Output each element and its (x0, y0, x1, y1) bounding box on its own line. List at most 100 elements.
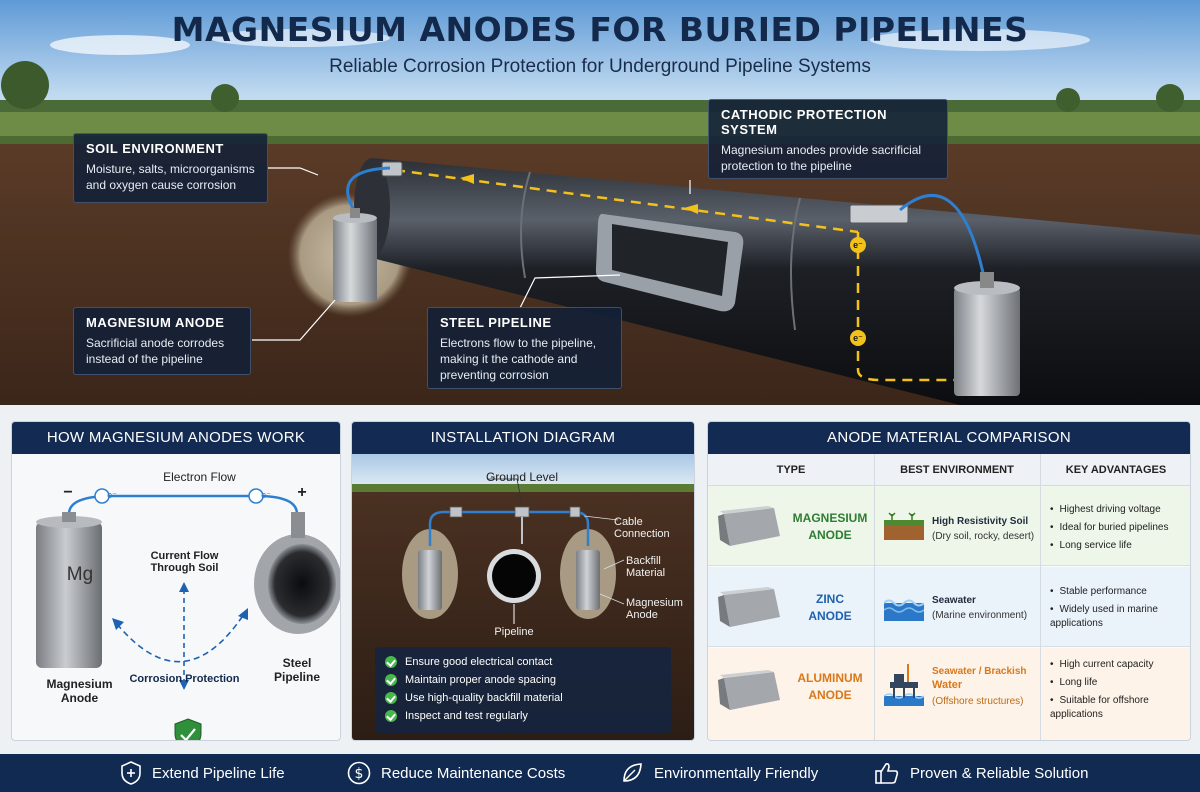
panel-title: INSTALLATION DIAGRAM (352, 422, 694, 454)
dollar-icon: $ (347, 761, 371, 785)
footer-item: Extend Pipeline Life (120, 754, 285, 792)
type-line: ANODE (808, 609, 852, 623)
shield-icon (121, 761, 141, 785)
anode-label-line: Anode (60, 691, 99, 705)
type-line: ALUMINUM (797, 671, 863, 685)
corrosion-protection-label: Corrosion Protection (129, 673, 240, 685)
electron-badge: e⁻ (853, 240, 863, 250)
advantage-item: Ideal for buried pipelines (1050, 521, 1190, 535)
type-line: ANODE (808, 528, 852, 542)
backfill-label-line: Backfill (626, 555, 661, 567)
callout-soil-environment: SOIL ENVIRONMENT Moisture, salts, microo… (73, 133, 268, 203)
checklist-item: Use high-quality backfill material (385, 689, 661, 707)
ingot-icon (718, 506, 780, 546)
pipeline-label-line: Steel (282, 656, 312, 670)
table-row-magnesium: MAGNESIUM ANODE High Resistivity Soil (D… (708, 486, 1190, 566)
anode-label: Magnesium Anode (22, 677, 137, 705)
pipeline-label: Steel Pipeline (252, 656, 340, 684)
cable-connection-label: Cable Connection (614, 516, 694, 540)
cable-label-line: Connection (614, 528, 670, 540)
hero-illustration: MAGNESIUM ANODES FOR BURIED PIPELINES Re… (0, 0, 1200, 405)
installation-checklist: Ensure good electrical contact Maintain … (375, 647, 671, 733)
electron-badge: e⁻ (853, 333, 863, 343)
callout-text: Magnesium anodes provide sacrificial pro… (721, 143, 922, 173)
callout-title: SOIL ENVIRONMENT (86, 141, 224, 156)
callout-text: Sacrificial anode corrodes instead of th… (86, 336, 225, 366)
anode-type-name: MAGNESIUM ANODE (786, 510, 874, 544)
checklist-item: Ensure good electrical contact (385, 653, 661, 671)
table-row-zinc: ZINC ANODE Seawater (Marine environment)… (708, 567, 1190, 647)
type-line: MAGNESIUM (792, 511, 868, 525)
checklist-text: Inspect and test regularly (405, 710, 528, 722)
electron-badge: e⁻ (261, 490, 271, 500)
callout-text: Moisture, salts, microorganisms and oxyg… (86, 162, 255, 192)
advantages-list: Highest driving voltage Ideal for buried… (1050, 503, 1190, 557)
callout-cathodic-protection: CATHODIC PROTECTION SYSTEM Magnesium ano… (708, 99, 948, 179)
column-header-advantages: KEY ADVANTAGES (1065, 464, 1167, 476)
soil-icon (884, 512, 924, 540)
checklist-text: Use high-quality backfill material (405, 692, 563, 704)
panel-how-anodes-work: HOW MAGNESIUM ANODES WORK (11, 421, 341, 741)
column-header-environment: BEST ENVIRONMENT (900, 464, 1014, 476)
footer-label: Reduce Maintenance Costs (381, 764, 566, 782)
anode-type-name: ALUMINUM ANODE (786, 670, 874, 704)
panel-anode-comparison: ANODE MATERIAL COMPARISON TYPE BEST ENVI… (707, 421, 1191, 741)
backfill-label-line: Material (626, 567, 666, 579)
seawater-icon (884, 599, 924, 621)
advantage-item: Stable performance (1050, 585, 1190, 599)
callout-title: MAGNESIUM ANODE (86, 315, 225, 330)
type-line: ZINC (816, 592, 844, 606)
callout-title: STEEL PIPELINE (440, 315, 552, 330)
footer-label: Extend Pipeline Life (152, 764, 285, 782)
checklist-item: Inspect and test regularly (385, 707, 661, 725)
footer-item: $ Reduce Maintenance Costs (347, 754, 565, 792)
mganode-label-line: Magnesium (626, 597, 683, 609)
checklist-text: Maintain proper anode spacing (405, 674, 557, 686)
electron-badge: e⁻ (107, 490, 117, 500)
environment-name-cont: Water (932, 679, 963, 691)
column-divider (1040, 454, 1041, 740)
check-icon (385, 710, 397, 722)
footer-item: Environmentally Friendly (620, 754, 818, 792)
type-line: ANODE (808, 688, 852, 702)
environment-name: High Resistivity Soil (932, 516, 1029, 527)
table-header: TYPE BEST ENVIRONMENT KEY ADVANTAGES (708, 454, 1190, 486)
magnesium-anode-label: Magnesium Anode (626, 597, 694, 621)
check-icon (385, 656, 397, 668)
svg-text:$: $ (355, 766, 364, 782)
advantage-item: Long service life (1050, 539, 1190, 553)
advantages-list: High current capacity Long life Suitable… (1050, 658, 1190, 726)
environment-note: (Marine environment) (932, 610, 1028, 621)
anode-label-line: Magnesium (46, 677, 113, 691)
page-subtitle: Reliable Corrosion Protection for Underg… (329, 56, 871, 77)
advantage-item: Suitable for offshore applications (1050, 694, 1190, 722)
environment-note: (Offshore structures) (932, 696, 1024, 707)
advantage-item: Widely used in marine applications (1050, 603, 1190, 631)
panel-title: HOW MAGNESIUM ANODES WORK (12, 422, 340, 454)
footer-label: Environmentally Friendly (654, 764, 819, 782)
check-icon (385, 674, 397, 686)
column-header-type: TYPE (776, 464, 806, 476)
ground-level-label: Ground Level (485, 470, 559, 484)
environment-name: Seawater (932, 595, 976, 606)
environment-name: Seawater / Brackish (932, 666, 1027, 677)
current-flow-label: Current Flow Through Soil (127, 550, 242, 574)
negative-terminal: − (63, 484, 73, 501)
check-icon (385, 692, 397, 704)
leaf-icon (623, 763, 642, 782)
page-title: MAGNESIUM ANODES FOR BURIED PIPELINES (171, 10, 1029, 49)
callout-text: Electrons flow to the pipeline, making i… (440, 336, 597, 382)
offshore-platform-icon (884, 664, 924, 706)
column-divider (874, 454, 875, 740)
advantage-item: High current capacity (1050, 658, 1190, 672)
cable-label-line: Cable (614, 516, 643, 528)
mg-symbol: Mg (66, 564, 94, 585)
advantage-item: Long life (1050, 676, 1190, 690)
current-flow-line: Current Flow (150, 550, 219, 562)
environment-note: (Dry soil, rocky, desert) (932, 531, 1035, 542)
footer-item: Proven & Reliable Solution (874, 754, 1088, 792)
footer-label: Proven & Reliable Solution (910, 764, 1089, 782)
callout-magnesium-anode: MAGNESIUM ANODE Sacrificial anode corrod… (73, 307, 251, 375)
panel-title: ANODE MATERIAL COMPARISON (708, 422, 1190, 454)
electron-flow-label: Electron Flow (163, 470, 236, 484)
